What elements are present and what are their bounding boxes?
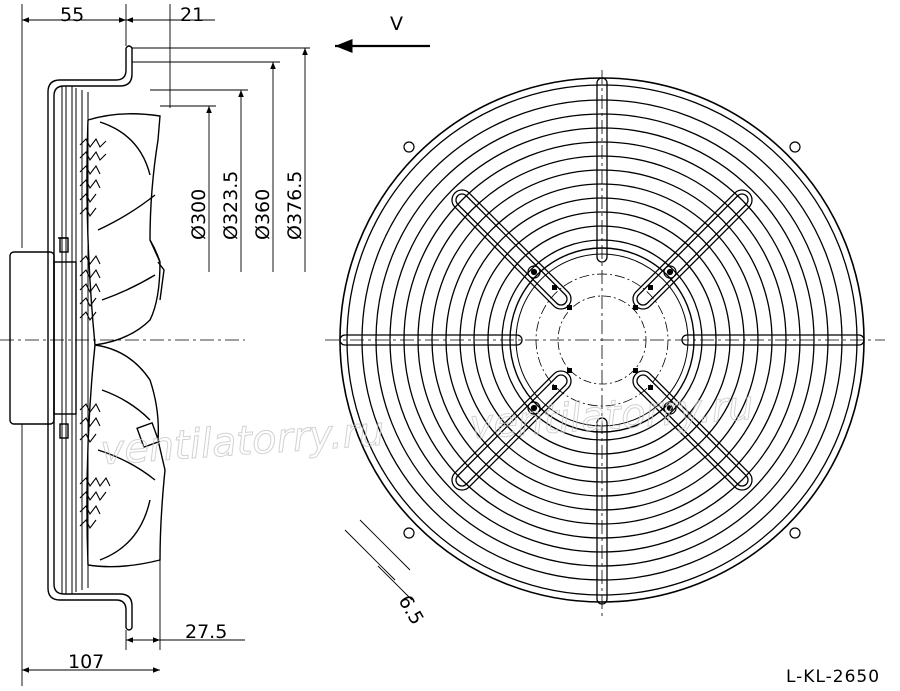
guard-rods <box>61 86 89 594</box>
front-view <box>325 70 885 618</box>
inner-bolt-circle <box>557 295 647 385</box>
dim-55: 55 <box>60 4 84 26</box>
dim-6-5: 6.5 <box>394 592 428 629</box>
guard-ring <box>389 127 815 553</box>
dim-21: 21 <box>180 4 204 26</box>
guard-ring <box>459 197 745 483</box>
side-dim-lines <box>21 4 310 686</box>
mount-bolts <box>403 141 801 539</box>
dim-27-5: 27.5 <box>185 621 227 643</box>
guard-ring <box>445 183 759 497</box>
dim-dia-323-5: Ø323.5 <box>220 171 242 240</box>
side-view <box>0 4 310 686</box>
guard-ring <box>431 169 773 511</box>
guard-ring <box>473 211 731 469</box>
dim-107: 107 <box>68 651 104 673</box>
hub-ring <box>515 253 689 427</box>
guard-ring <box>375 113 829 567</box>
motor-flange <box>53 261 77 415</box>
dim-dia-300: Ø300 <box>188 189 210 240</box>
dim-dia-360: Ø360 <box>252 189 274 240</box>
hub-holes <box>552 285 653 390</box>
blade-lower <box>87 344 166 568</box>
guard-ring <box>487 225 717 455</box>
hub-outer <box>509 247 695 433</box>
airflow-label: V <box>390 13 403 35</box>
watermark-right: ventilatorry.ru <box>468 383 755 449</box>
guard-frame <box>47 48 127 628</box>
guard-ring <box>501 239 703 441</box>
drawing-code: L-KL-2650 <box>786 667 880 687</box>
bolt-circle <box>535 273 669 407</box>
guard-ring <box>417 155 787 525</box>
dim-dia-376-5: Ø376.5 <box>284 171 306 240</box>
guard-rings <box>339 77 865 603</box>
guard-ring <box>346 84 858 596</box>
guard-ring <box>403 141 801 539</box>
blade-upper <box>87 113 161 346</box>
blade-serrations <box>79 137 111 530</box>
dim-6-5-lines <box>344 519 413 601</box>
guard-ring <box>361 99 843 581</box>
watermark-left: ventilatorry.ru <box>99 409 386 475</box>
airflow-indicator: V <box>335 13 430 54</box>
